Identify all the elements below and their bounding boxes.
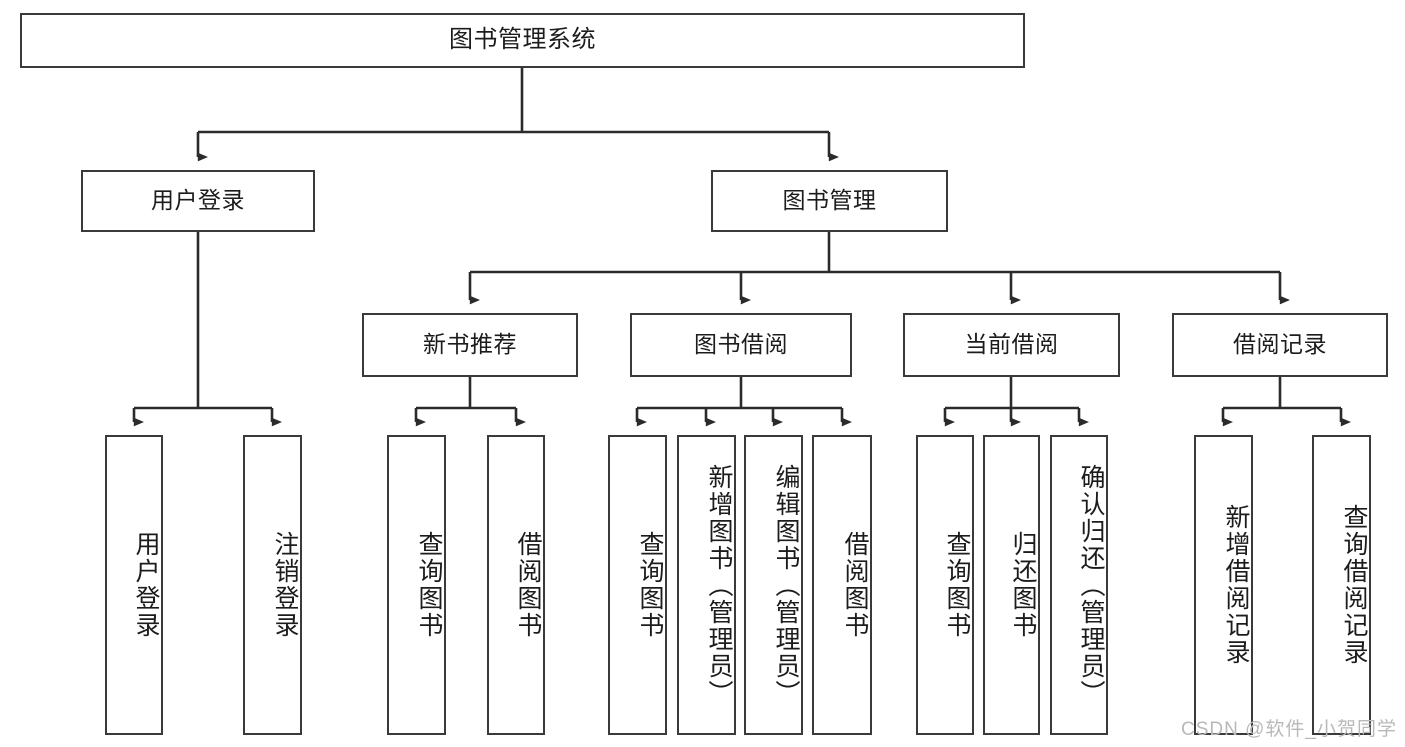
csdn-watermark: CSDN @软件_小贺同学 — [1181, 719, 1397, 740]
node-borrowing-records[interactable]: 借阅记录 — [1172, 313, 1388, 377]
leaf-query-books-current[interactable]: 查询图书 — [916, 435, 974, 735]
leaf-return-books[interactable]: 归还图书 — [983, 435, 1040, 735]
leaf-label: 编辑图书（管理员） — [772, 463, 800, 707]
leaf-logout[interactable]: 注销登录 — [243, 435, 302, 735]
leaf-label: 归还图书 — [1009, 531, 1037, 639]
leaf-label: 借阅图书 — [514, 531, 542, 639]
leaf-add-borrowing-record[interactable]: 新增借阅记录 — [1194, 435, 1253, 735]
node-root-book-management-system[interactable]: 图书管理系统 — [20, 13, 1025, 68]
leaf-label: 查询图书 — [636, 531, 664, 639]
leaf-borrow-books[interactable]: 借阅图书 — [812, 435, 872, 735]
leaf-confirm-return-admin[interactable]: 确认归还（管理员） — [1050, 435, 1108, 735]
leaf-label: 新增图书（管理员） — [705, 463, 733, 707]
leaf-edit-book-admin[interactable]: 编辑图书（管理员） — [744, 435, 803, 735]
node-new-book-recommendation[interactable]: 新书推荐 — [362, 313, 578, 377]
node-book-borrowing[interactable]: 图书借阅 — [630, 313, 852, 377]
leaf-user-login[interactable]: 用户登录 — [105, 435, 163, 735]
leaf-label: 查询借阅记录 — [1340, 504, 1368, 666]
node-book-management[interactable]: 图书管理 — [711, 170, 948, 232]
leaf-label: 新增借阅记录 — [1222, 504, 1250, 666]
leaf-label: 借阅图书 — [841, 531, 869, 639]
leaf-label: 注销登录 — [271, 531, 299, 639]
leaf-add-book-admin[interactable]: 新增图书（管理员） — [677, 435, 736, 735]
leaf-label: 确认归还（管理员） — [1077, 463, 1105, 707]
leaf-borrow-books-recommendation[interactable]: 借阅图书 — [487, 435, 545, 735]
node-current-borrowing[interactable]: 当前借阅 — [903, 313, 1120, 377]
node-user-login[interactable]: 用户登录 — [81, 170, 315, 232]
leaf-label: 查询图书 — [415, 531, 443, 639]
leaf-query-borrowing-record[interactable]: 查询借阅记录 — [1312, 435, 1371, 735]
leaf-query-books-recommendation[interactable]: 查询图书 — [387, 435, 446, 735]
leaf-query-books-borrowing[interactable]: 查询图书 — [608, 435, 667, 735]
leaf-label: 用户登录 — [132, 531, 160, 639]
leaf-label: 查询图书 — [943, 531, 971, 639]
